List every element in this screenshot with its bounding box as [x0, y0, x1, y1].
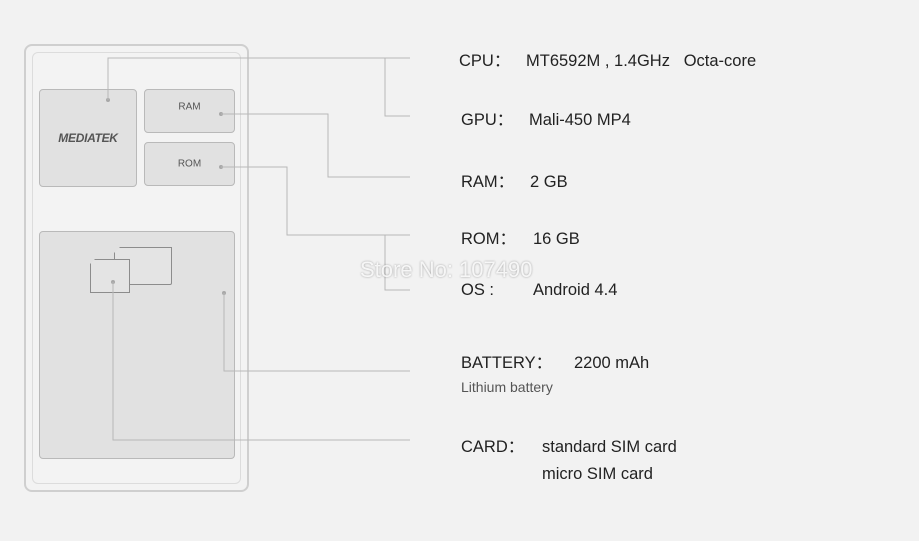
ram-value: 2 GB — [530, 173, 568, 191]
rom-label: ROM： — [461, 230, 516, 248]
ram-chip: RAM — [144, 89, 235, 133]
spec-os: OS : Android 4.4 — [461, 281, 617, 300]
spec-cpu: CPU： MT6592M , 1.4GHz Octa-core — [459, 47, 756, 71]
battery-area — [39, 231, 235, 459]
mediatek-logo: MEDIATEK — [58, 131, 118, 145]
store-watermark: Store No: 107490 — [360, 257, 533, 282]
rom-leader — [221, 166, 410, 236]
cpu-label: CPU： — [459, 52, 511, 70]
os-leader — [384, 235, 410, 291]
spec-ram: RAM： 2 GB — [461, 168, 568, 192]
mediatek-chip: MEDIATEK — [39, 89, 137, 187]
ram-chip-label: RAM — [178, 101, 201, 113]
rom-value: 16 GB — [533, 230, 580, 248]
battery-leader — [223, 293, 410, 372]
spec-gpu: GPU： Mali-450 MP4 — [461, 106, 631, 130]
ram-leader — [221, 113, 410, 178]
cpu-value: MT6592M , 1.4GHz Octa-core — [526, 52, 757, 70]
os-label: OS : — [461, 281, 495, 299]
rom-chip-label: ROM — [177, 158, 202, 170]
spec-battery: BATTERY： 2200 mAh — [461, 349, 649, 373]
gpu-leader — [384, 58, 410, 117]
rom-chip: ROM — [144, 142, 235, 186]
battery-value: 2200 mAh — [574, 354, 650, 372]
ram-label: RAM： — [461, 173, 515, 191]
card-value-2: micro SIM card — [542, 465, 653, 483]
gpu-value: Mali-450 MP4 — [529, 111, 631, 129]
battery-label: BATTERY： — [461, 354, 553, 372]
phone-inner-outline — [32, 52, 241, 484]
battery-note: Lithium battery — [461, 379, 553, 395]
cpu-leader — [107, 57, 410, 100]
card-leader — [112, 282, 410, 441]
gpu-label: GPU： — [461, 111, 514, 129]
card-label: CARD： — [461, 438, 525, 456]
card-value: standard SIM card — [542, 438, 677, 456]
spec-card: CARD： standard SIM card — [461, 433, 677, 457]
os-value: Android 4.4 — [533, 281, 618, 299]
spec-rom: ROM： 16 GB — [461, 225, 580, 249]
micro-sim-card — [90, 259, 130, 293]
